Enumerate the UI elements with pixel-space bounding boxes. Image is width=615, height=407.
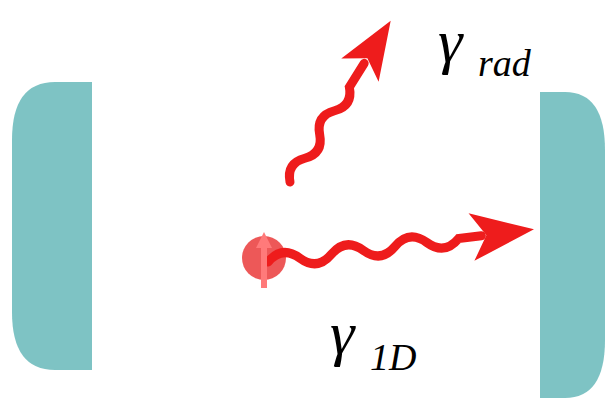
rate-subscript: rad (478, 44, 531, 82)
spin-arrow (256, 232, 272, 288)
left-mirror (12, 82, 92, 370)
emission-rad-arrow (271, 9, 409, 193)
right-mirror (540, 92, 605, 398)
emission-1d-arrow (265, 206, 537, 286)
rate-symbol: γ (330, 302, 354, 364)
rate-symbol: γ (438, 10, 462, 72)
rate-subscript: 1D (370, 338, 416, 376)
